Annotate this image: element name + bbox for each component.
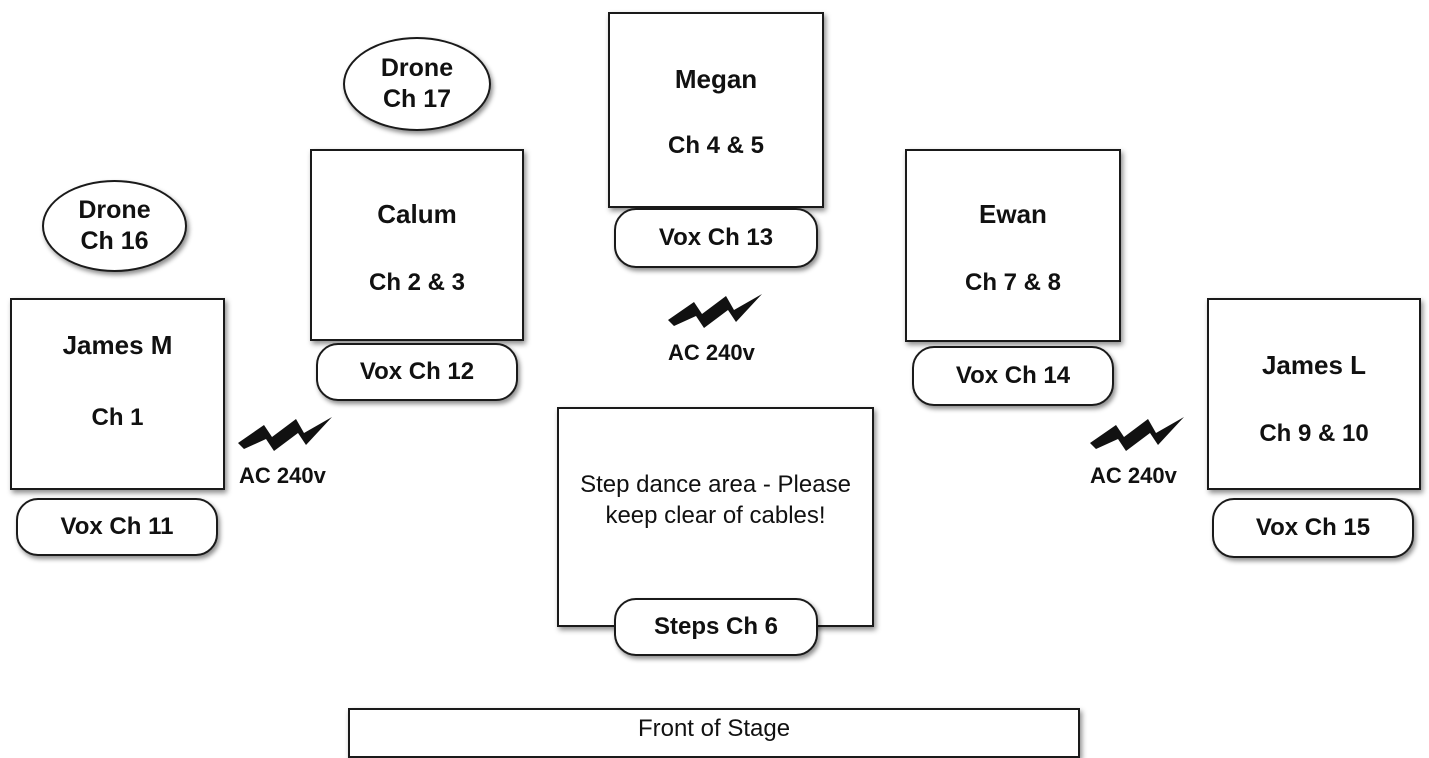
lightning-bolt-icon <box>1090 417 1184 451</box>
musician-box-james-m: James M Ch 1 <box>10 298 225 490</box>
power-label: AC 240v <box>239 463 326 488</box>
musician-box-megan: Megan Ch 4 & 5 <box>608 12 824 208</box>
drone-oval-center: Drone Ch 17 <box>343 37 491 131</box>
drone-channel: Ch 16 <box>80 227 149 255</box>
drone-label: Drone <box>78 196 151 224</box>
musician-channels: Ch 1 <box>91 404 144 431</box>
vox-pill: Vox Ch 12 <box>316 343 518 401</box>
drone-oval-left: Drone Ch 16 <box>42 180 187 272</box>
drone-channel: Ch 17 <box>382 85 452 113</box>
musician-name: Calum <box>377 199 457 229</box>
power-point-left: AC 240v <box>236 415 346 495</box>
lightning-bolt-icon <box>668 294 762 328</box>
vox-pill: Vox Ch 15 <box>1212 498 1414 558</box>
musician-channels: Ch 4 & 5 <box>667 132 765 159</box>
steps-pill: Steps Ch 6 <box>614 598 818 656</box>
musician-name: Megan <box>674 64 758 94</box>
lightning-bolt-icon <box>238 417 332 451</box>
step-dance-note: Step dance area - Please keep clear of c… <box>580 471 851 529</box>
musician-box-ewan: Ewan Ch 7 & 8 <box>905 149 1121 342</box>
power-point-right: AC 240v <box>1088 415 1198 495</box>
front-of-stage: Front of Stage <box>348 708 1080 758</box>
drone-label: Drone <box>380 54 454 82</box>
musician-channels: Ch 9 & 10 <box>1259 420 1369 447</box>
vox-pill: Vox Ch 11 <box>16 498 218 556</box>
musician-name: James M <box>62 330 173 360</box>
musician-channels: Ch 7 & 8 <box>964 269 1062 296</box>
power-point-center: AC 240v <box>666 292 776 372</box>
musician-channels: Ch 2 & 3 <box>368 269 466 296</box>
power-label: AC 240v <box>668 340 755 365</box>
musician-name: James L <box>1261 350 1367 380</box>
power-label: AC 240v <box>1090 463 1177 488</box>
vox-pill: Vox Ch 14 <box>912 346 1114 406</box>
step-dance-area: Step dance area - Please keep clear of c… <box>557 407 874 627</box>
vox-pill: Vox Ch 13 <box>614 208 818 268</box>
musician-box-james-l: James L Ch 9 & 10 <box>1207 298 1421 490</box>
musician-box-calum: Calum Ch 2 & 3 <box>310 149 524 341</box>
musician-name: Ewan <box>979 199 1047 229</box>
